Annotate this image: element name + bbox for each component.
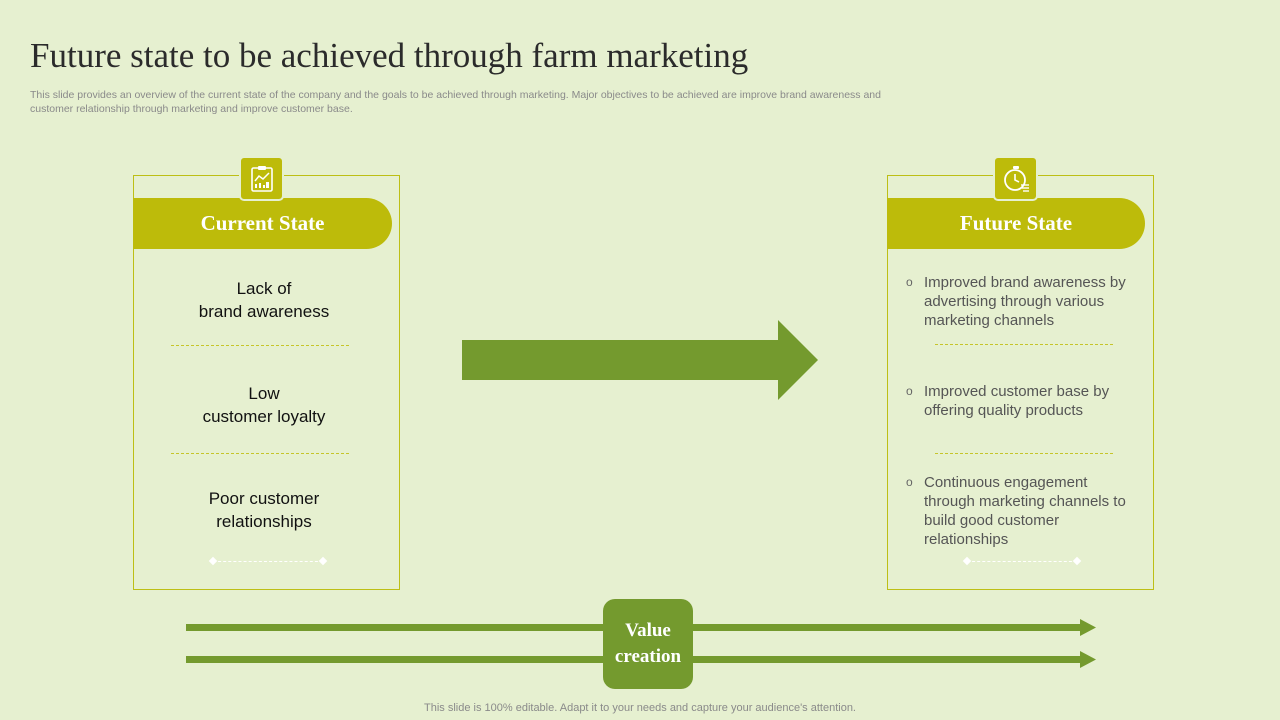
slide-title: Future state to be achieved through farm… (30, 36, 749, 75)
footer-note: This slide is 100% editable. Adapt it to… (424, 702, 856, 714)
bullet-marker: o (906, 384, 913, 398)
decorative-divider (213, 561, 323, 562)
slide-subtitle: This slide provides an overview of the c… (30, 89, 881, 115)
stopwatch-icon (1003, 165, 1029, 192)
divider (171, 345, 349, 346)
transition-arrow (462, 320, 818, 400)
current-state-item-3: Poor customer relationships (208, 489, 320, 531)
divider (935, 453, 1113, 454)
current-state-badge (239, 156, 284, 201)
future-state-item-2: o Improved customer base by offering qua… (906, 383, 1110, 419)
bullet-marker: o (906, 275, 913, 289)
current-state-item-1: Lack of brand awareness (198, 279, 330, 321)
value-creation-box: Value creation (603, 599, 693, 689)
future-state-heading: Future State (887, 198, 1145, 249)
divider (935, 344, 1113, 345)
future-state-item-1: o Improved brand awareness by advertisin… (906, 274, 1126, 329)
decorative-divider (967, 561, 1077, 562)
current-state-item-2: Low customer loyalty (202, 384, 326, 426)
divider (171, 453, 349, 454)
report-chart-icon (250, 165, 273, 192)
future-state-item-3: o Continuous engagement through marketin… (906, 474, 1126, 548)
current-state-heading: Current State (133, 198, 392, 249)
bullet-marker: o (906, 475, 913, 489)
future-state-badge (993, 156, 1038, 201)
